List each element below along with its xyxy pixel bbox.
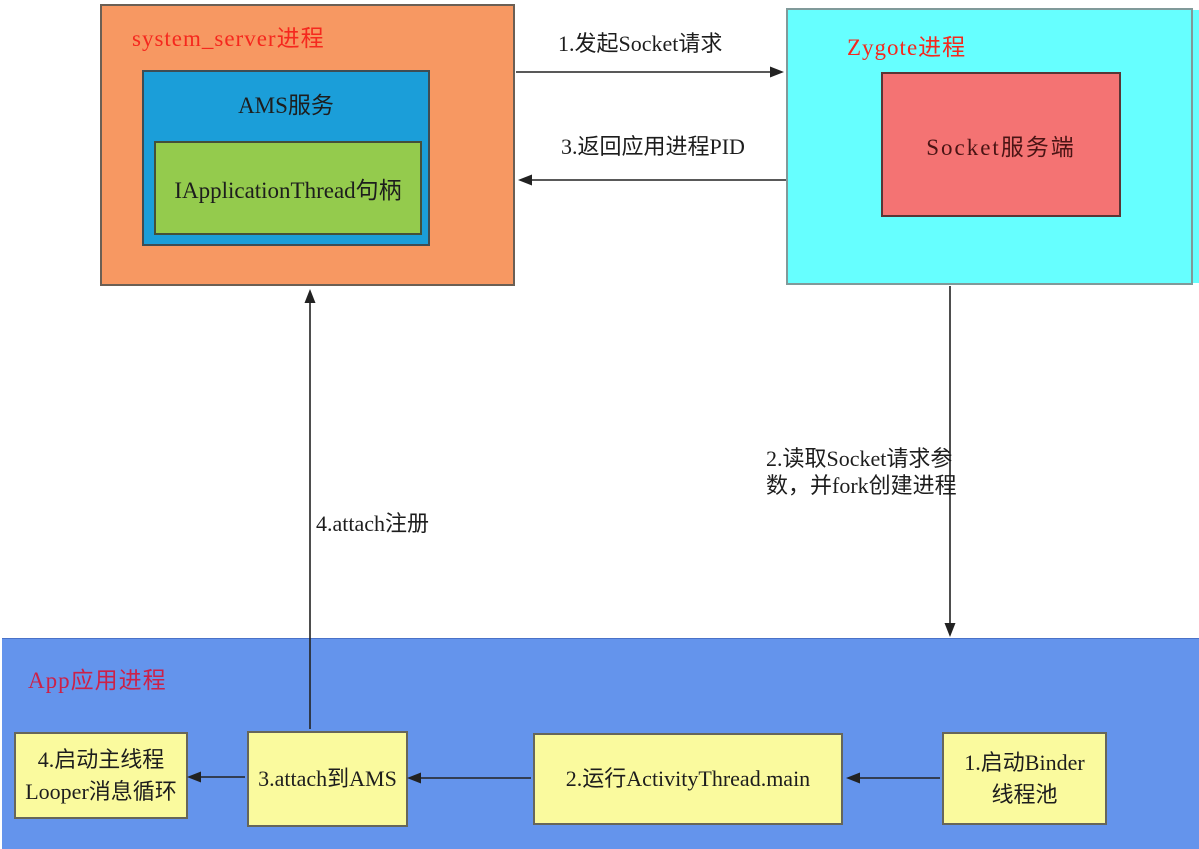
- iapplicationthread-handle-label: IApplicationThread句柄: [174, 178, 402, 203]
- system-server-title: system_server进程: [132, 26, 325, 51]
- socket-request-arrow: [516, 66, 784, 78]
- return-pid-arrow: [518, 174, 786, 186]
- app-step-label-4: 4.启动主线程 Looper消息循环: [25, 746, 177, 804]
- socket-request-edge-label: 1.发起Socket请求: [558, 31, 723, 56]
- fork-process-edge-label: 2.读取Socket请求参 数，并fork创建进程: [766, 446, 957, 498]
- app-step-box-4: 4.启动主线程 Looper消息循环: [14, 732, 188, 819]
- zygote-title: Zygote进程: [847, 35, 967, 60]
- app-step-box-3: 3.attach到AMS: [247, 731, 408, 827]
- system-server-process-box: system_server进程 AMS服务 IApplicationThread…: [100, 4, 515, 286]
- socket-server-label: Socket服务端: [926, 134, 1076, 160]
- app-step-box-1: 1.启动Binder 线程池: [942, 732, 1107, 825]
- socket-server-box: Socket服务端: [881, 72, 1121, 217]
- return-pid-edge-label: 3.返回应用进程PID: [561, 134, 745, 159]
- app-process-box: App应用进程 4.启动主线程 Looper消息循环 3.attach到AMS …: [2, 638, 1199, 849]
- app-step-label-3: 3.attach到AMS: [258, 766, 397, 792]
- app-process-title: App应用进程: [28, 668, 167, 693]
- zygote-process-box: Zygote进程 Socket服务端: [786, 8, 1193, 285]
- attach-register-edge-label: 4.attach注册: [316, 511, 430, 536]
- zygote-box-edge-bleed: [1193, 10, 1199, 283]
- ams-service-label: AMS服务: [238, 93, 334, 118]
- app-step-label-2: 2.运行ActivityThread.main: [565, 766, 811, 792]
- app-step-box-2: 2.运行ActivityThread.main: [533, 733, 843, 825]
- iapplicationthread-handle-box: IApplicationThread句柄: [154, 141, 422, 235]
- app-step-label-1: 1.启动Binder 线程池: [964, 749, 1085, 807]
- ams-service-box: AMS服务 IApplicationThread句柄: [142, 70, 430, 246]
